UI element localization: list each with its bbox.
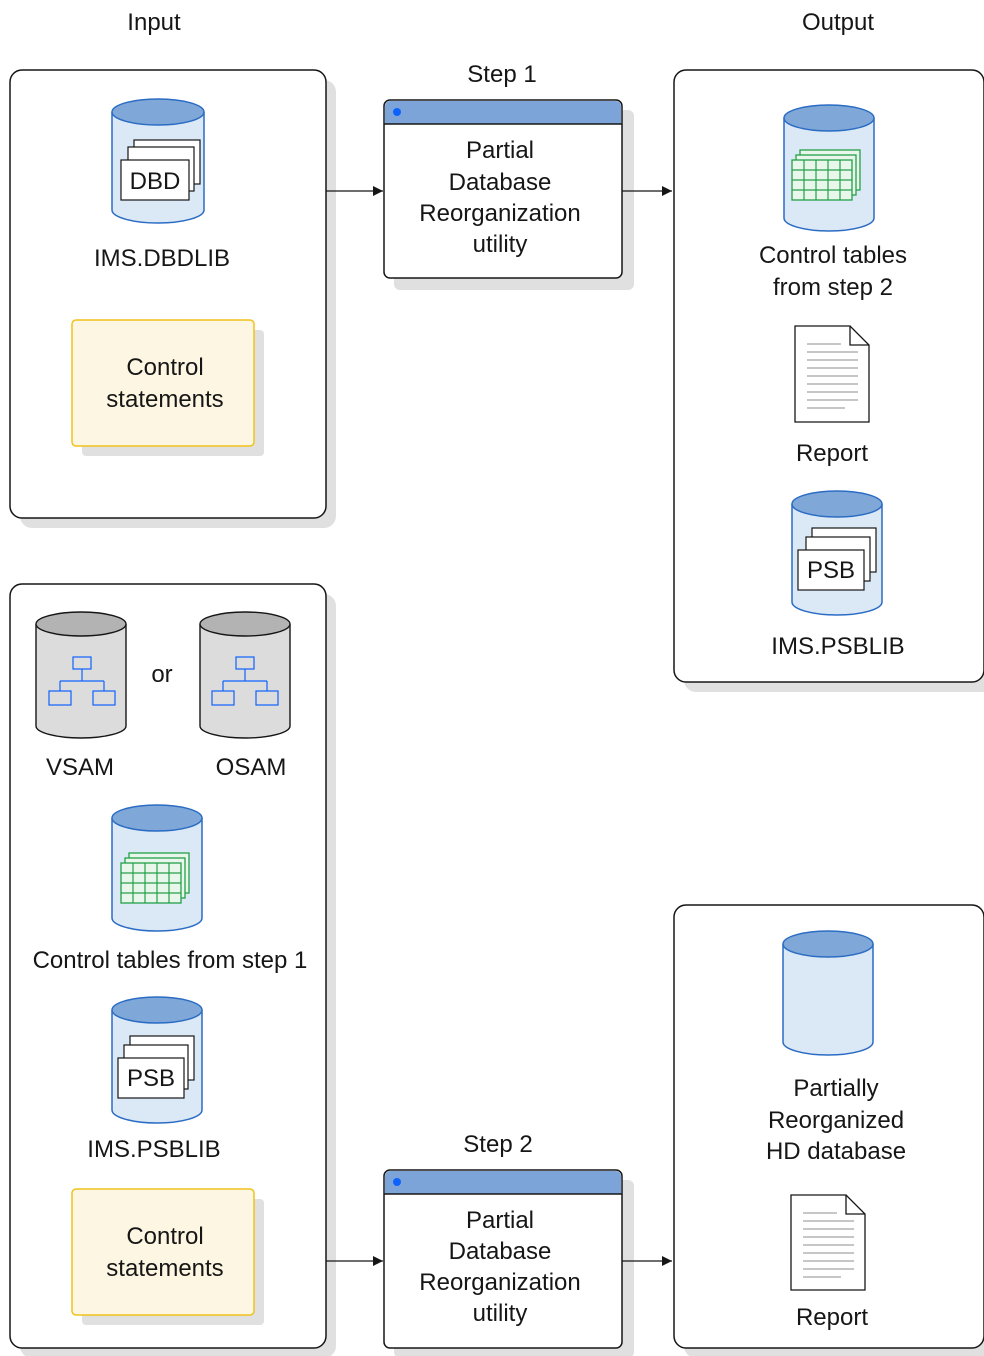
dbd-tag: DBD <box>130 168 181 195</box>
window-dot-icon <box>393 108 401 116</box>
report-label-1: Report <box>796 440 868 467</box>
psblib-input-label: IMS.PSBLIB <box>87 1136 220 1163</box>
window-dot-icon <box>393 1178 401 1186</box>
control-tables-input-label: Control tables from step 1 <box>33 947 308 974</box>
hd-database-icon <box>782 930 874 1056</box>
psb-tag-input: PSB <box>127 1065 175 1092</box>
control-tables-output-line-2: from step 2 <box>773 274 893 301</box>
psblib-output-label: IMS.PSBLIB <box>771 633 904 660</box>
control-statements-1-line-2: statements <box>106 386 223 413</box>
step2-proc-line-1: Partial <box>466 1207 534 1234</box>
vsam-database-icon <box>35 611 127 739</box>
or-label: or <box>151 661 172 688</box>
step2-process-box <box>383 1169 634 1356</box>
control-tables-input-database-icon <box>111 804 203 932</box>
control-tables-database-icon <box>783 104 875 232</box>
output-header: Output <box>802 9 874 36</box>
step1-process-box <box>383 99 634 290</box>
dbdlib-database-icon <box>111 98 205 224</box>
hd-database-line-2: Reorganized <box>768 1107 904 1134</box>
step2-title: Step 2 <box>463 1131 532 1158</box>
control-statements-2-line-1: Control <box>126 1223 203 1250</box>
dbdlib-label: IMS.DBDLIB <box>94 245 230 272</box>
step1-proc-line-3: Reorganization <box>419 200 580 227</box>
step2-proc-line-3: Reorganization <box>419 1269 580 1296</box>
report-document-icon-2 <box>790 1194 866 1291</box>
vsam-label: VSAM <box>46 754 114 781</box>
step1-title: Step 1 <box>467 61 536 88</box>
control-statements-1 <box>71 319 264 456</box>
step2-proc-line-4: utility <box>473 1300 528 1327</box>
psblib-output-database-icon <box>791 490 883 616</box>
report-document-icon <box>794 325 870 423</box>
control-statements-2 <box>71 1188 264 1325</box>
osam-database-icon <box>199 611 291 739</box>
osam-label: OSAM <box>216 754 287 781</box>
step1-proc-line-4: utility <box>473 231 528 258</box>
step2-output-panel <box>673 904 984 1356</box>
control-statements-1-line-1: Control <box>126 354 203 381</box>
hd-database-line-3: HD database <box>766 1138 906 1165</box>
hd-database-line-1: Partially <box>793 1075 878 1102</box>
report-label-2: Report <box>796 1304 868 1331</box>
input-header: Input <box>127 9 181 36</box>
psb-tag-output: PSB <box>807 557 855 584</box>
step1-proc-line-1: Partial <box>466 137 534 164</box>
step2-input-panel <box>9 583 336 1356</box>
control-statements-2-line-2: statements <box>106 1255 223 1282</box>
step2-proc-line-2: Database <box>449 1238 552 1265</box>
step1-proc-line-2: Database <box>449 169 552 196</box>
control-tables-output-line-1: Control tables <box>759 242 907 269</box>
psblib-input-database-icon <box>111 996 203 1124</box>
